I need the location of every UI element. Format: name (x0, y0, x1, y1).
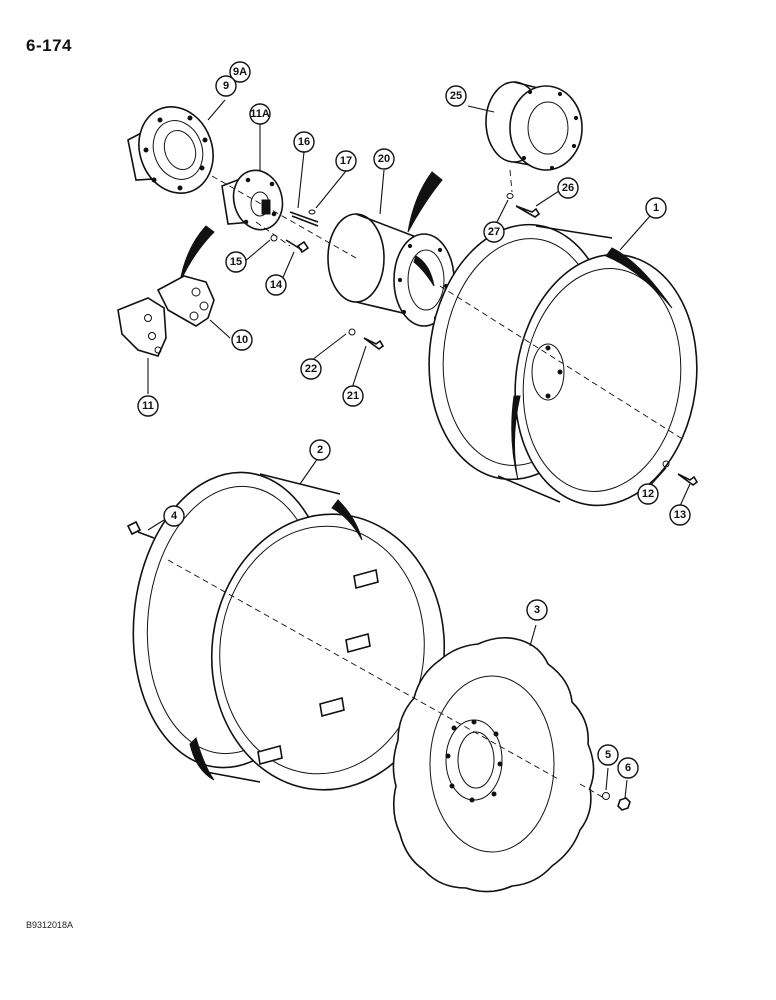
callout-label: 26 (562, 182, 574, 194)
callout-label: 20 (378, 153, 390, 165)
callout-4: 4 (163, 505, 185, 527)
callout-14: 14 (265, 274, 287, 296)
callout-label: 16 (298, 136, 310, 148)
bolt-part-21 (363, 337, 385, 350)
callout-22: 22 (300, 358, 322, 380)
callout-label: 11A (250, 108, 270, 120)
callout-label: 10 (236, 334, 248, 346)
callout-label: 11 (142, 400, 154, 412)
callout-label: 2 (317, 444, 323, 456)
spacer-drum-part-20 (327, 213, 455, 327)
callout-2: 2 (309, 439, 331, 461)
nut-part-6 (617, 797, 631, 811)
callout-26: 26 (557, 177, 579, 199)
callout-20: 20 (373, 148, 395, 170)
callout-17: 17 (335, 150, 357, 172)
reference-code: B9312018A (26, 920, 74, 930)
wheel-rim-part-1 (428, 223, 698, 507)
shading-swoosh (179, 225, 215, 283)
shading-swoosh (407, 171, 443, 233)
callout-label: 25 (450, 90, 462, 102)
callout-label: 12 (642, 488, 654, 500)
callout-label: 17 (340, 155, 352, 167)
callout-16: 16 (293, 131, 315, 153)
hub-part-11 (156, 275, 215, 327)
callout-label: 14 (270, 279, 283, 291)
callout-label: 9A (233, 66, 247, 78)
callout-11: 10 (231, 329, 253, 351)
hub-part-10 (117, 297, 167, 357)
wheel-disc-part-3 (392, 636, 595, 893)
bolt-part-14 (285, 239, 310, 254)
hub-part-9 (127, 106, 214, 194)
callout-25: 25 (445, 85, 467, 107)
callout-label: 15 (230, 256, 242, 268)
wheel-rim-part-2 (132, 471, 446, 791)
callout-11a: 11A (249, 103, 271, 125)
callout-15: 15 (225, 251, 247, 273)
callout-9a: 9A (229, 61, 251, 83)
callout-label: 1 (653, 202, 659, 214)
callout-21: 21 (342, 385, 364, 407)
leader-lines (147, 99, 691, 799)
bolt-part-13 (677, 473, 699, 486)
washer-part-27 (506, 193, 514, 199)
pin-part-17 (308, 209, 316, 215)
page-number: 6-174 (26, 36, 72, 55)
bolt-part-4 (126, 520, 155, 539)
callout-label: 3 (534, 604, 540, 616)
callout-label: 21 (347, 390, 359, 402)
hub-ring-part-25 (485, 81, 583, 171)
callout-27: 27 (483, 221, 505, 243)
callout-9: 9 (215, 75, 237, 97)
washer-part-12 (662, 460, 670, 468)
hub-part-11a (221, 169, 284, 231)
callout-label: 4 (171, 510, 178, 522)
callout-6: 6 (617, 757, 639, 779)
callout-5: 5 (597, 744, 619, 766)
callout-label: 13 (674, 509, 686, 521)
axis-lines (167, 169, 685, 799)
callout-label: 9 (223, 80, 229, 92)
callout-label: 27 (488, 226, 500, 238)
callout-label: 6 (625, 762, 631, 774)
callout-label: 5 (605, 749, 611, 761)
callout-10: 11 (137, 395, 159, 417)
callout-1: 1 (645, 197, 667, 219)
bolt-part-26 (515, 205, 541, 218)
callout-label: 22 (305, 363, 317, 375)
key-part-16 (289, 211, 319, 227)
washer-part-22 (348, 328, 356, 336)
callout-13: 13 (669, 504, 691, 526)
washer-part-5 (602, 792, 610, 800)
callout-12: 12 (637, 483, 659, 505)
callout-3: 3 (526, 599, 548, 621)
